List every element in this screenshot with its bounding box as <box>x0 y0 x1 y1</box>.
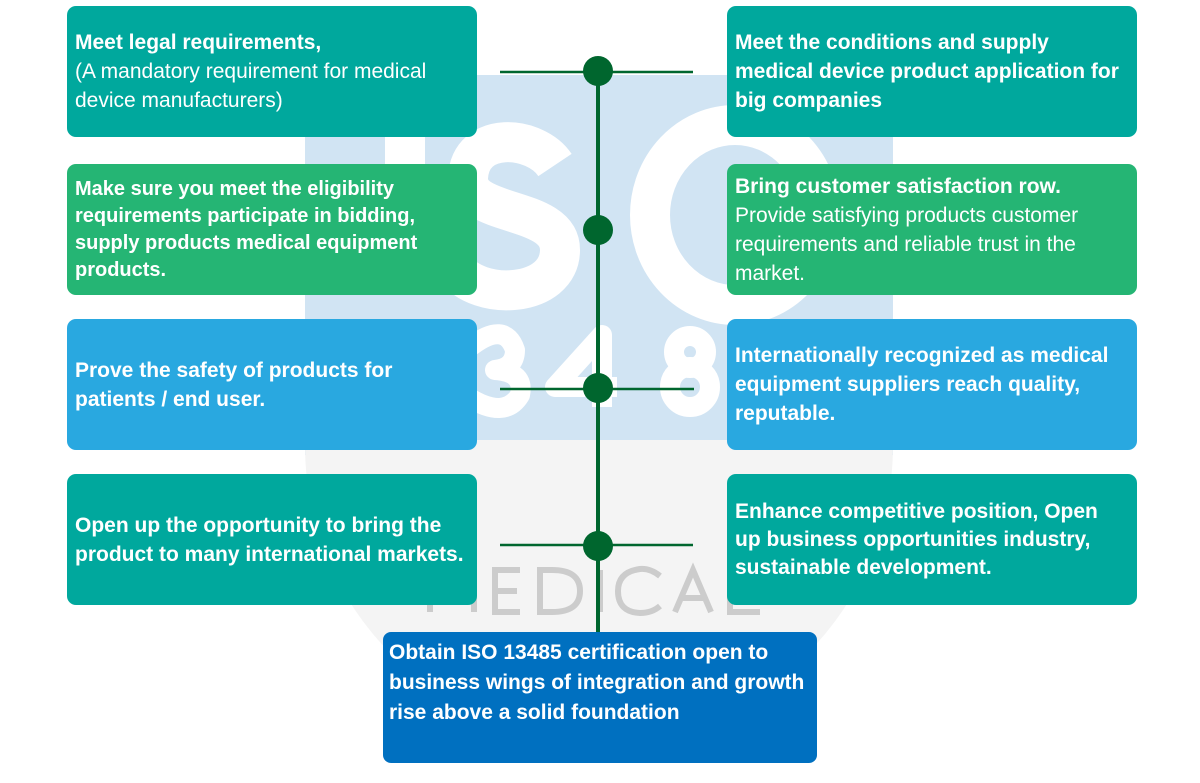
benefit-heading: Meet the conditions and supply medical d… <box>735 31 1119 112</box>
benefit-box-left-4: Open up the opportunity to bring the pro… <box>67 474 477 605</box>
connector-dot <box>583 373 613 403</box>
connector-dot <box>583 531 613 561</box>
benefit-box-right-1: Meet the conditions and supply medical d… <box>727 6 1137 137</box>
benefit-box-right-4: Enhance competitive position, Open up bu… <box>727 474 1137 605</box>
benefit-detail: Provide satisfying products customer req… <box>735 203 1079 285</box>
connector-dot <box>583 215 613 245</box>
benefit-heading: Open up the opportunity to bring the pro… <box>75 513 464 566</box>
connector-dot <box>583 56 613 86</box>
benefit-detail: (A mandatory requirement for medical dev… <box>75 60 427 112</box>
benefit-heading: Enhance competitive position, Open up bu… <box>735 499 1098 579</box>
benefit-heading: Bring customer satisfaction row. <box>735 174 1061 198</box>
benefit-heading: Prove the safety of products for patient… <box>75 358 393 411</box>
benefit-box-left-1: Meet legal requirements, (A mandatory req… <box>67 6 477 137</box>
benefit-box-left-2: Make sure you meet the eligibility requi… <box>67 164 477 295</box>
benefit-heading: Meet legal requirements, <box>75 31 322 54</box>
certification-result-box: Obtain ISO 13485 certification open to b… <box>383 632 817 763</box>
benefit-box-left-3: Prove the safety of products for patient… <box>67 319 477 450</box>
benefit-box-right-3: Internationally recognized as medical eq… <box>727 319 1137 450</box>
benefit-box-right-2: Bring customer satisfaction row. Provide… <box>727 164 1137 295</box>
benefit-heading: Make sure you meet the eligibility requi… <box>75 177 418 281</box>
benefit-heading: Internationally recognized as medical eq… <box>735 344 1109 425</box>
